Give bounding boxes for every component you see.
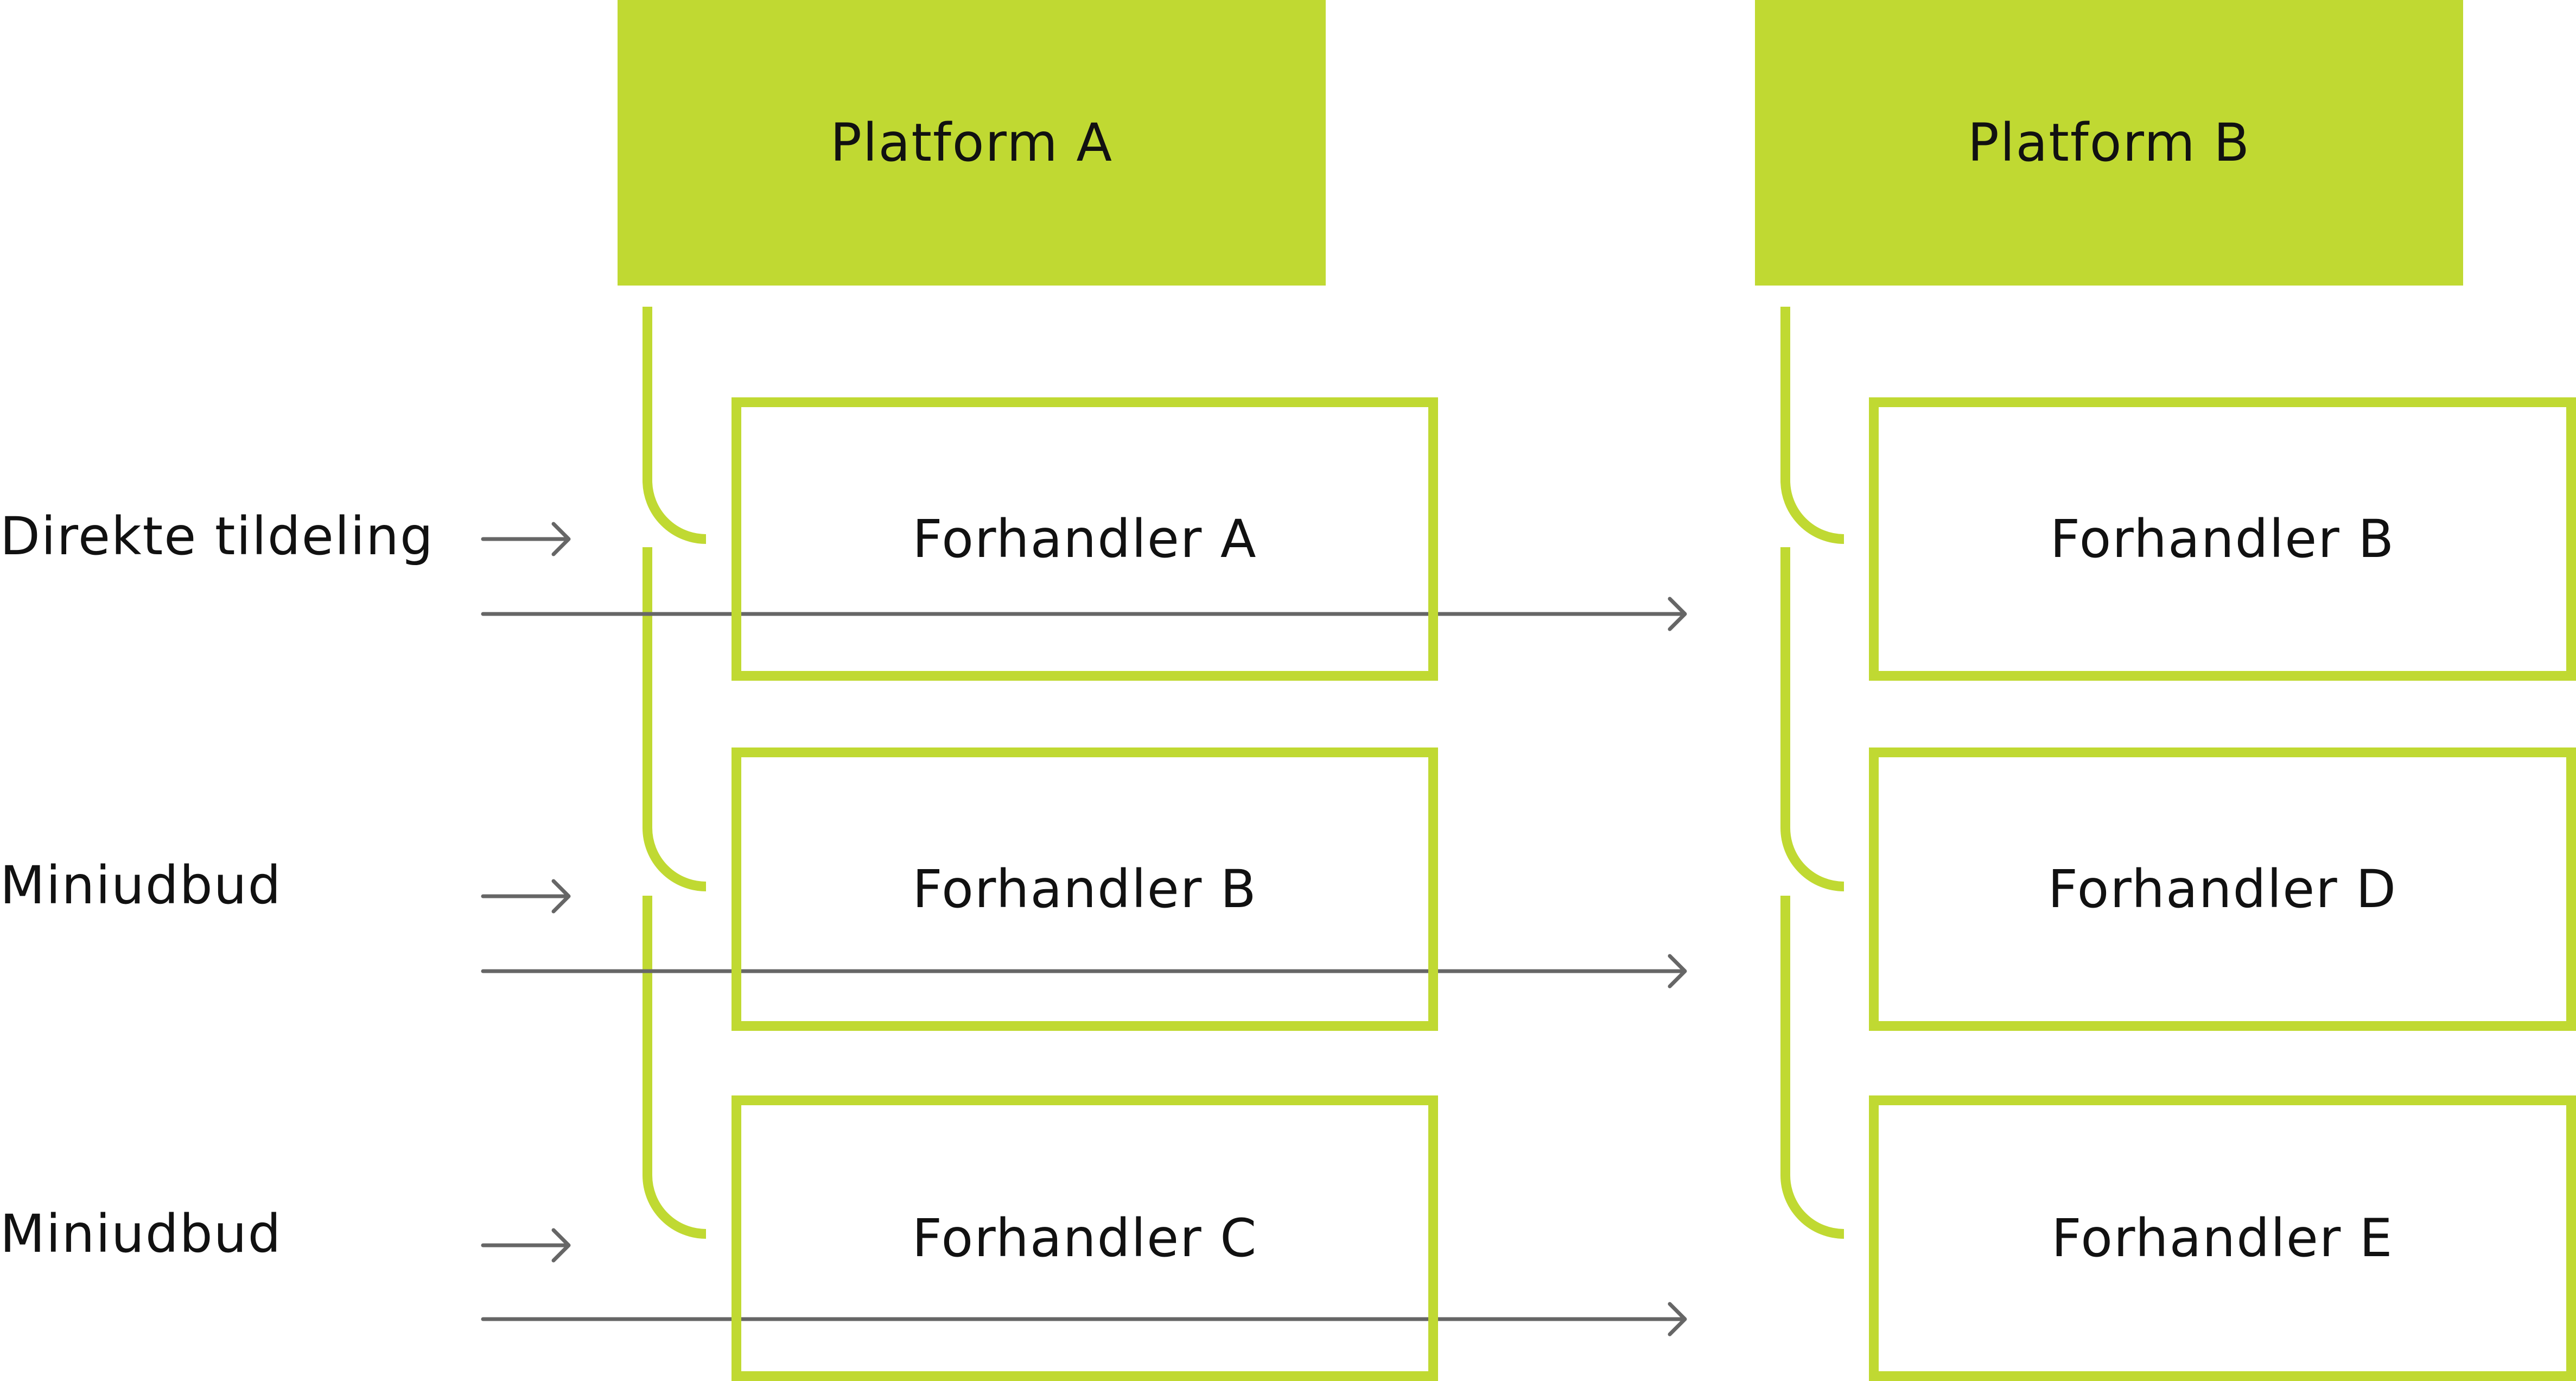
short-arrow-1 [481, 522, 571, 556]
bracket-b-2 [1780, 547, 1844, 891]
short-arrow-2 [481, 879, 571, 914]
dealer-a-2: Forhandler B [732, 747, 1438, 1031]
dealer-label: Forhandler D [2047, 859, 2397, 920]
bracket-a-1 [643, 307, 707, 544]
platform-a-box: Platform A [618, 0, 1326, 286]
dealer-label: Forhandler C [912, 1208, 1258, 1269]
dealer-label: Forhandler B [2050, 509, 2395, 569]
dealer-label: Forhandler B [912, 859, 1257, 920]
row-label-1: Direkte tildeling [0, 506, 434, 567]
dealer-label: Forhandler A [912, 509, 1257, 569]
dealer-b-3: Forhandler E [1869, 1095, 2576, 1381]
row-label-3: Miniudbud [0, 1203, 282, 1264]
platform-b-label: Platform B [1967, 112, 2251, 173]
long-arrow-1 [481, 597, 1687, 631]
dealer-a-3: Forhandler C [732, 1095, 1438, 1381]
platform-b-box: Platform B [1755, 0, 2463, 286]
dealer-label: Forhandler E [2051, 1208, 2394, 1269]
platform-a-label: Platform A [830, 112, 1114, 173]
bracket-b-3 [1780, 896, 1844, 1239]
dealer-a-1: Forhandler A [732, 397, 1438, 681]
long-arrow-2 [481, 954, 1687, 989]
short-arrow-3 [481, 1228, 571, 1263]
bracket-a-2 [643, 547, 707, 891]
dealer-b-1: Forhandler B [1869, 397, 2576, 681]
bracket-a-3 [643, 896, 707, 1239]
dealer-b-2: Forhandler D [1869, 747, 2576, 1031]
bracket-b-1 [1780, 307, 1844, 544]
row-label-2: Miniudbud [0, 855, 282, 916]
long-arrow-3 [481, 1302, 1687, 1336]
